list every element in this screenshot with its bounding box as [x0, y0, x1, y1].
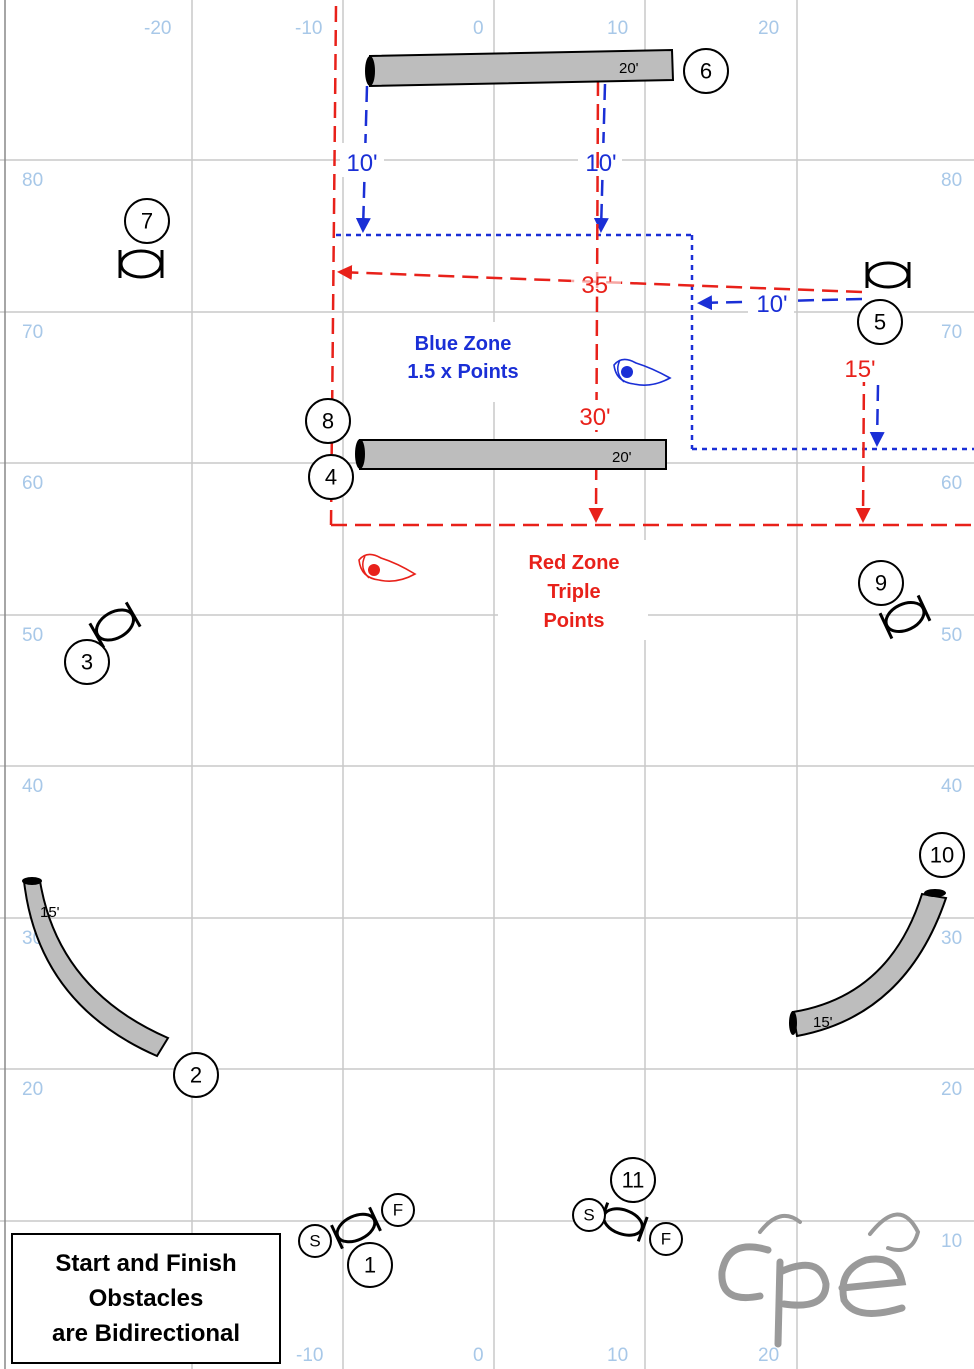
y-label-right: 80 [941, 170, 962, 191]
svg-text:8: 8 [322, 409, 334, 434]
red-zone-label: Red Zone [528, 552, 619, 574]
y-label-left: 50 [22, 625, 43, 646]
finish-marker: F [381, 1193, 415, 1227]
y-label-left: 60 [22, 473, 43, 494]
svg-text:S: S [583, 1206, 594, 1225]
svg-text:2: 2 [190, 1063, 202, 1088]
tunnel-6: 20' [365, 48, 675, 88]
finish-marker: F [649, 1222, 683, 1256]
svg-text:F: F [661, 1230, 671, 1249]
obstacle-number-11: 11 [610, 1157, 656, 1203]
svg-text:7: 7 [141, 209, 153, 234]
x-label-bottom: 0 [473, 1345, 484, 1366]
tunnel-length-label: 15' [813, 1014, 833, 1031]
blue-distance-label: 10' [756, 291, 787, 318]
jump-11-icon [597, 1202, 649, 1242]
svg-text:4: 4 [325, 465, 337, 490]
tunnel-length-label: 20' [612, 449, 632, 466]
red-distance-label: 30' [579, 404, 610, 431]
obstacle-number-9: 9 [858, 560, 904, 606]
svg-text:S: S [309, 1232, 320, 1251]
y-label-right: 70 [941, 322, 962, 343]
x-label-bottom: 20 [758, 1345, 779, 1366]
svg-text:11: 11 [622, 1168, 645, 1193]
red-distance-label: 15' [844, 356, 875, 383]
cpe-logo: cpe [718, 1212, 921, 1348]
y-label-right: 20 [941, 1079, 962, 1100]
blue-distance-label: 10' [346, 150, 377, 177]
svg-text:3: 3 [81, 650, 93, 675]
tunnel-2: 15' [22, 877, 170, 1058]
y-label-right: 30 [941, 928, 962, 949]
x-label-top: -20 [144, 18, 171, 39]
obstacle-number-1: 1 [347, 1242, 393, 1288]
blue-zone-label: 1.5 x Points [407, 361, 518, 383]
note-line: Start and Finish [55, 1250, 237, 1277]
obstacle-number-4: 4 [308, 454, 354, 500]
grid-labels: -20 -10 0 10 20 -10 0 10 20 80 70 60 50 … [22, 18, 962, 1366]
y-label-right: 10 [941, 1231, 962, 1252]
red-zone-label: Points [543, 610, 604, 632]
tunnel-4-8: 20' [355, 439, 667, 470]
svg-text:10: 10 [930, 843, 954, 868]
blue-zone-label: Blue Zone [415, 333, 512, 355]
y-label-right: 40 [941, 776, 962, 797]
y-label-left: 40 [22, 776, 43, 797]
y-label-right: 50 [941, 625, 962, 646]
jump-3-icon [88, 601, 142, 649]
bidirectional-note: Start and Finish Obstacles are Bidirecti… [11, 1233, 281, 1364]
red-handler-icon [358, 553, 417, 582]
obstacle-number-3: 3 [64, 639, 110, 685]
blue-handler-icon [613, 358, 672, 386]
blue-zone-label-bg [360, 322, 560, 402]
red-distance-label: 35' [581, 272, 612, 299]
svg-text:9: 9 [875, 571, 887, 596]
tunnel-length-label: 15' [40, 904, 60, 921]
tunnel-10: 15' [789, 889, 948, 1038]
x-label-top: 0 [473, 18, 484, 39]
note-line: Obstacles [88, 1285, 204, 1312]
logo-text: cpe [830, 1284, 832, 1286]
obstacle-number-8: 8 [305, 398, 351, 444]
obstacle-number-7: 7 [124, 198, 170, 244]
svg-text:5: 5 [874, 310, 886, 335]
red-zone-label: Triple [547, 581, 600, 603]
start-marker: S [298, 1224, 332, 1258]
y-label-left: 80 [22, 170, 43, 191]
obstacle-number-5: 5 [857, 299, 903, 345]
x-label-top: 20 [758, 18, 779, 39]
jump-5-icon [865, 261, 911, 289]
jump-9-icon [878, 594, 932, 640]
start-marker: S [572, 1198, 606, 1232]
obstacle-number-2: 2 [173, 1052, 219, 1098]
obstacle-number-6: 6 [683, 48, 729, 94]
red-zone-label-bg [498, 540, 648, 640]
x-label-bottom: 10 [607, 1345, 628, 1366]
svg-text:1: 1 [364, 1253, 376, 1278]
note-line: are Bidirectional [51, 1320, 241, 1347]
x-label-top: -10 [295, 18, 322, 39]
x-label-top: 10 [607, 18, 628, 39]
blue-distance-label: 10' [585, 150, 616, 177]
jump-7-icon [118, 249, 164, 279]
x-label-bottom: -10 [296, 1345, 323, 1366]
obstacle-number-10: 10 [919, 832, 965, 878]
y-label-left: 20 [22, 1079, 43, 1100]
svg-text:6: 6 [700, 59, 712, 84]
svg-text:F: F [393, 1201, 403, 1220]
y-label-left: 70 [22, 322, 43, 343]
y-label-right: 60 [941, 473, 962, 494]
blue-zone-boundary [336, 233, 974, 451]
tunnel-length-label: 20' [619, 60, 639, 77]
jump-1-icon [330, 1206, 382, 1250]
